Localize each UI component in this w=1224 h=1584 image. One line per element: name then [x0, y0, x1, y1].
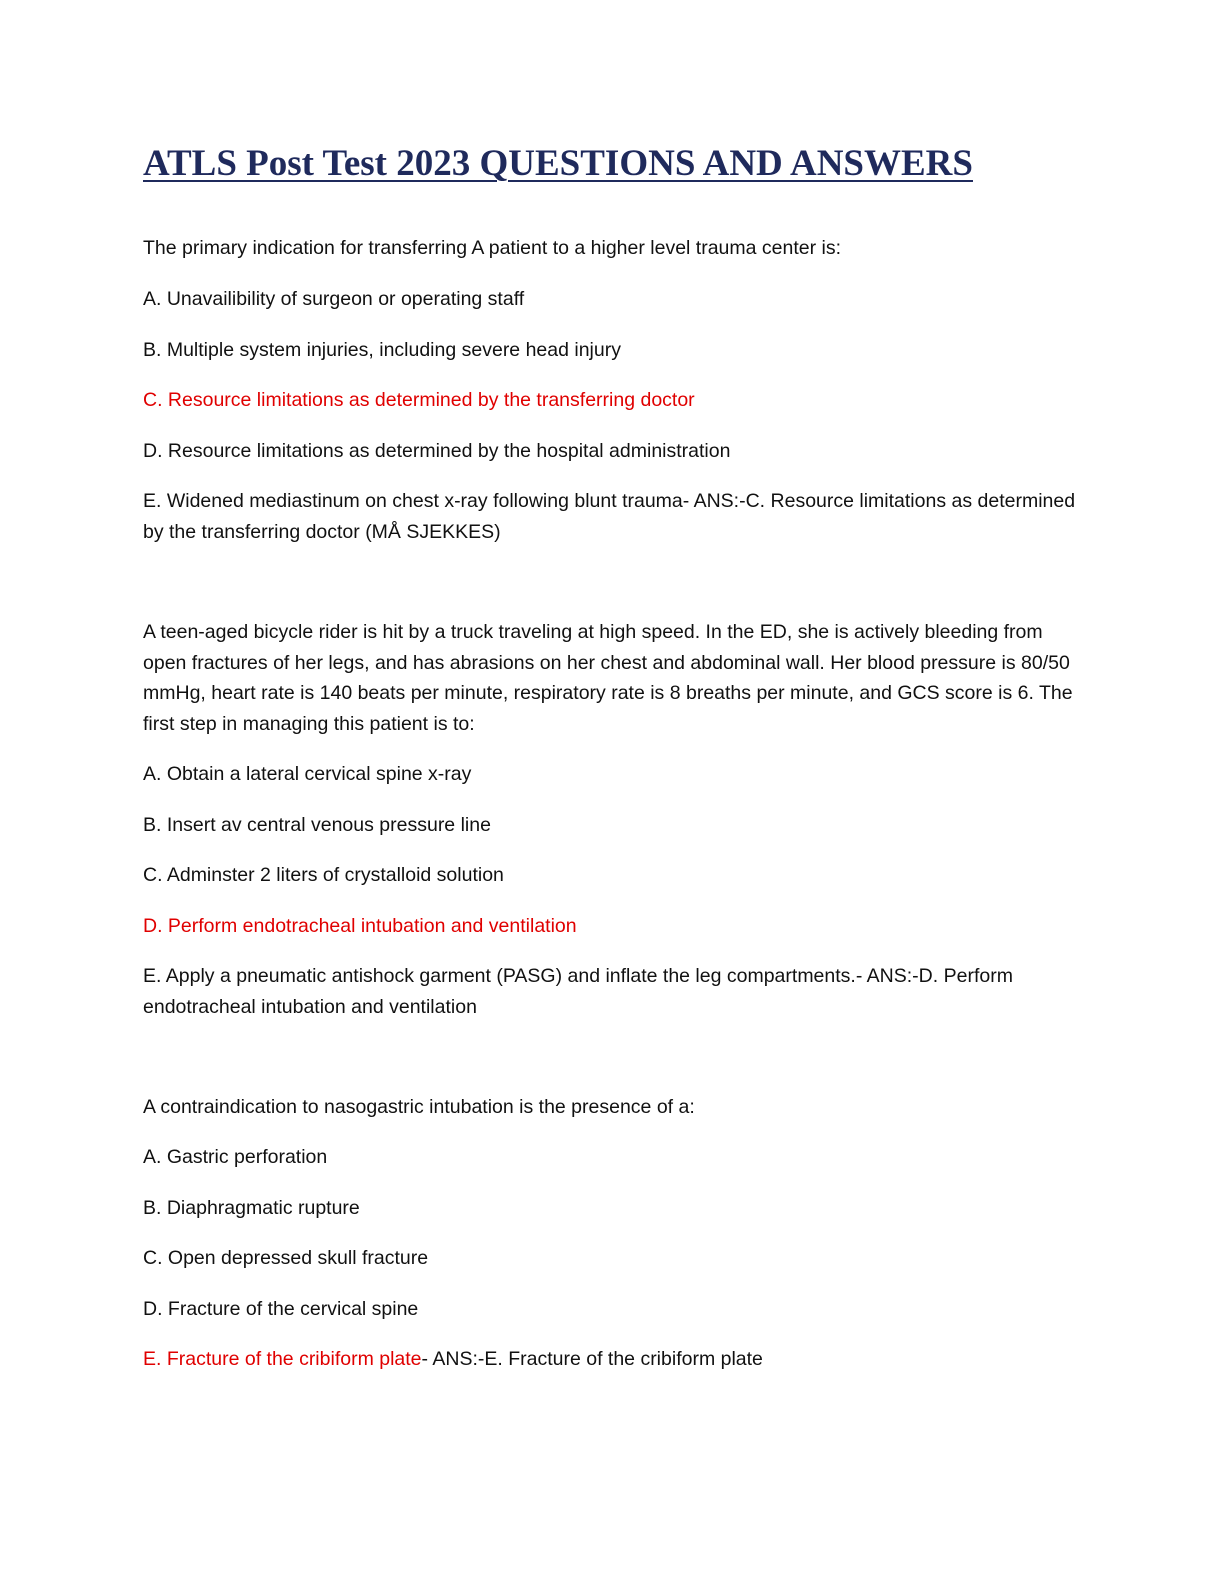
question-1-option-b: B. Multiple system injuries, including s…	[143, 339, 621, 361]
question-1-option-c-correct: C. Resource limitations as determined by…	[143, 389, 695, 411]
question-3-text: A contraindication to nasogastric intuba…	[143, 1096, 695, 1118]
page-title: ATLS Post Test 2023 QUESTIONS AND ANSWER…	[143, 143, 973, 184]
question-3-option-c: C. Open depressed skull fracture	[143, 1247, 429, 1269]
question-1-text: The primary indication for transferring …	[143, 237, 842, 259]
question-3-option-e: E. Fracture of the cribiform plate- ANS:…	[143, 1344, 763, 1375]
question-2-text: A teen-aged bicycle rider is hit by a tr…	[143, 621, 1073, 735]
question-3-option-e-correct: E. Fracture of the cribiform plate	[143, 1348, 422, 1370]
question-1-option-d: D. Resource limitations as determined by…	[143, 440, 731, 462]
question-3-option-b: B. Diaphragmatic rupture	[143, 1197, 360, 1219]
question-3-option-d: D. Fracture of the cervical spine	[143, 1298, 419, 1320]
question-2-option-d-correct: D. Perform endotracheal intubation and v…	[143, 915, 577, 937]
question-2-option-a: A. Obtain a lateral cervical spine x-ray	[143, 763, 472, 785]
question-3-answer-key: - ANS:-E. Fracture of the cribiform plat…	[421, 1348, 763, 1370]
question-2-option-e-with-answer: E. Apply a pneumatic antishock garment (…	[143, 965, 1013, 1018]
question-3-option-a: A. Gastric perforation	[143, 1146, 328, 1168]
question-2-option-c: C. Adminster 2 liters of crystalloid sol…	[143, 864, 504, 886]
question-1-option-a: A. Unavailibility of surgeon or operatin…	[143, 288, 525, 310]
question-1-option-e-with-answer: E. Widened mediastinum on chest x-ray fo…	[143, 490, 1076, 543]
question-2-option-b: B. Insert av central venous pressure lin…	[143, 814, 491, 836]
